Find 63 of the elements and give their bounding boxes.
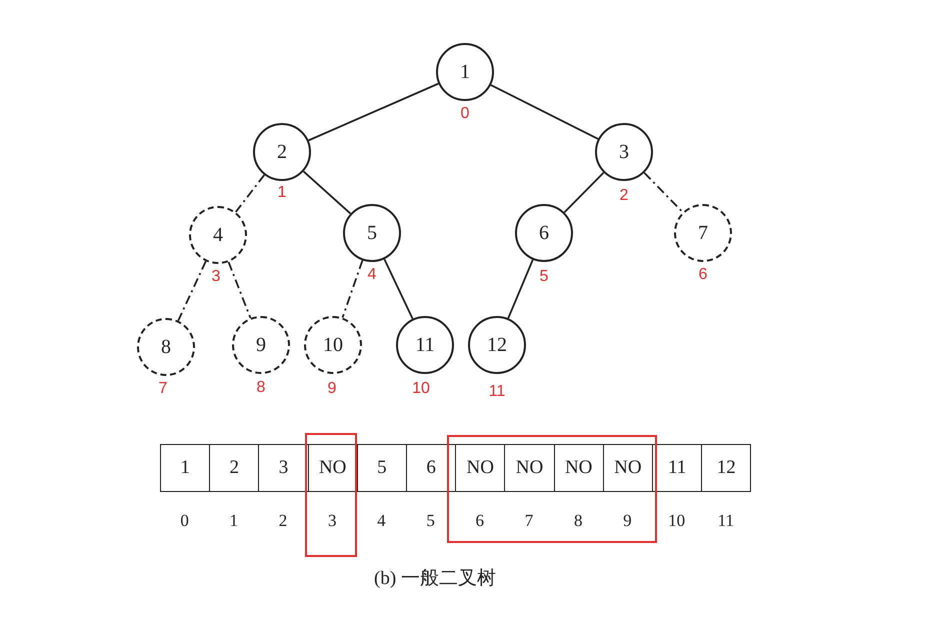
tree-edge [384, 258, 414, 320]
array-index: 2 [278, 511, 288, 531]
tree-edge [302, 170, 352, 214]
tree-edge [235, 174, 265, 213]
array-cell: 5 [356, 444, 407, 492]
node-value: 12 [487, 334, 507, 356]
node-index: 7 [158, 380, 168, 398]
node-value: 8 [161, 336, 171, 358]
caption: (b) 一般二叉树 [374, 567, 496, 591]
node-index: 3 [212, 268, 220, 286]
tree-edge [564, 172, 604, 213]
tree-node-circle [343, 204, 401, 262]
array-cell: 2 [209, 444, 260, 492]
node-value: 3 [619, 140, 629, 164]
tree-edge [490, 84, 598, 140]
tree-node-circle [595, 123, 653, 181]
tree-edge [342, 260, 364, 318]
array-cell: NO [554, 444, 604, 492]
array-cell: NO [455, 444, 506, 492]
array-index: 0 [180, 511, 189, 531]
array-cell: 11 [652, 444, 702, 492]
array-index: 5 [426, 511, 435, 531]
node-value: 11 [415, 334, 435, 356]
tree-edge [177, 260, 207, 322]
array-index: 3 [328, 511, 336, 531]
array-cell: 12 [701, 444, 752, 492]
array-index: 4 [377, 511, 386, 531]
array-index: 1 [230, 511, 238, 531]
array-index: 7 [524, 511, 534, 531]
node-index: 2 [620, 187, 628, 205]
node-value: 5 [367, 222, 377, 244]
node-value: 9 [256, 334, 266, 356]
array-index: 11 [718, 511, 734, 531]
node-index: 5 [540, 268, 548, 286]
tree-node-circle [515, 204, 573, 262]
node-value: 7 [698, 222, 708, 244]
node-value: 10 [323, 334, 343, 356]
array-cell: 6 [406, 444, 456, 492]
node-index: 9 [328, 380, 336, 398]
node-index: 4 [368, 266, 376, 284]
node-value: 4 [213, 224, 223, 246]
array-cell: NO [308, 444, 358, 492]
node-index: 6 [698, 266, 708, 284]
array-index: 8 [574, 511, 582, 531]
array-cell: NO [504, 444, 555, 492]
node-index: 1 [278, 184, 286, 202]
node-value: 6 [539, 222, 549, 244]
array-index: 6 [476, 511, 484, 531]
node-value: 2 [277, 140, 287, 164]
array-cell: 1 [160, 444, 210, 492]
array-index: 10 [668, 511, 686, 531]
array-cell: NO [602, 444, 653, 492]
tree-edge [507, 259, 534, 319]
tree-edge [644, 172, 684, 213]
node-index: 0 [460, 105, 470, 123]
node-value: 1 [460, 60, 470, 84]
tree-edge [308, 82, 439, 142]
node-index: 11 [488, 383, 506, 401]
node-index: 8 [256, 379, 266, 397]
tree-edge [228, 262, 252, 318]
array-cell: 3 [258, 444, 309, 492]
array-index: 9 [623, 511, 632, 531]
node-index: 10 [412, 380, 430, 398]
